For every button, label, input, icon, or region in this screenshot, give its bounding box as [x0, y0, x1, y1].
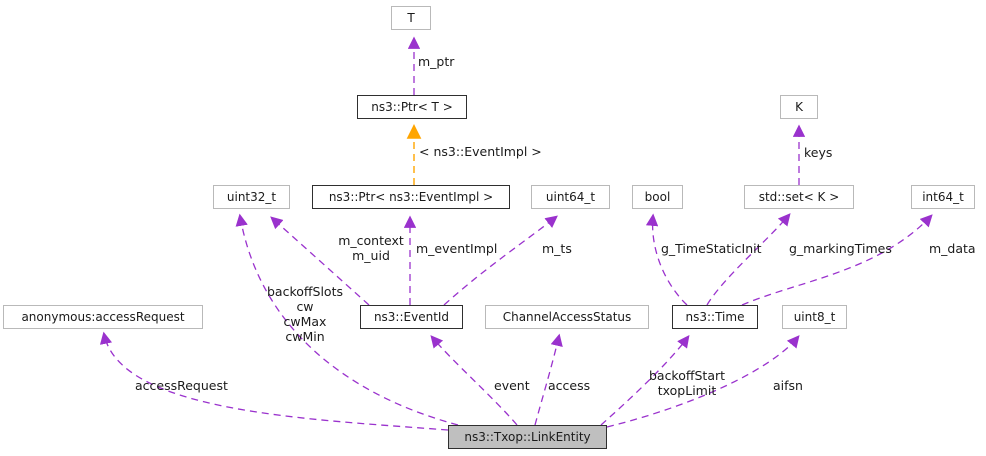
- edge-label-m-context-m-uid: m_context m_uid: [338, 233, 404, 263]
- edge-accessrequest: [99, 331, 449, 431]
- node-k: K: [780, 95, 818, 119]
- edge-g-timestaticinit: [645, 213, 688, 306]
- edge-label-m-ts: m_ts: [542, 241, 572, 256]
- edge-label-aifsn: aifsn: [773, 378, 803, 393]
- node-ns3-eventid[interactable]: ns3::EventId: [360, 305, 463, 329]
- edge-label-line: cwMax: [283, 314, 327, 329]
- edge-label-line: backoffSlots: [267, 284, 343, 299]
- edge-label-access: access: [548, 378, 591, 393]
- node-anonymous-accessrequest: anonymous:accessRequest: [3, 305, 203, 329]
- node-ns3-ptr-eventimpl[interactable]: ns3::Ptr< ns3::EventImpl >: [312, 185, 510, 209]
- edge-label-line: cwMin: [285, 329, 325, 344]
- edge-label-g-markingtimes: g_markingTimes: [789, 241, 892, 256]
- edge-aifsn: [606, 335, 800, 428]
- node-t: T: [391, 6, 431, 30]
- node-uint64-t: uint64_t: [531, 185, 610, 209]
- node-int64-t: int64_t: [911, 185, 975, 209]
- edge-label-keys: keys: [804, 145, 833, 160]
- edge-label-backoffslots-group: backoffSlots cw cwMax cwMin: [267, 284, 343, 344]
- edge-label-m-ptr: m_ptr: [418, 54, 455, 69]
- edge-label-backoffstart-group: backoffStart txopLimit: [649, 368, 725, 398]
- edge-m-context-m-uid: [270, 216, 370, 306]
- node-ns3-ptr-t[interactable]: ns3::Ptr< T >: [357, 95, 467, 119]
- edge-label-line: m_context: [338, 233, 404, 248]
- node-uint8-t: uint8_t: [782, 305, 847, 329]
- edge-backoffstart-txoplimit: [600, 335, 690, 426]
- node-bool: bool: [632, 185, 683, 209]
- edge-label-accessrequest: accessRequest: [135, 378, 228, 393]
- edge-event: [430, 335, 518, 426]
- edge-m-ts: [443, 215, 558, 306]
- edge-label-m-data: m_data: [929, 241, 976, 256]
- node-ns3-txop-linkentity: ns3::Txop::LinkEntity: [448, 425, 607, 449]
- edge-label-event: event: [494, 378, 530, 393]
- node-uint32-t: uint32_t: [213, 185, 290, 209]
- edge-label-line: m_uid: [352, 248, 390, 263]
- edge-label-template-inst: < ns3::EventImpl >: [419, 144, 542, 159]
- edge-label-m-eventimpl: m_eventImpl: [416, 241, 498, 256]
- edge-label-g-timestaticinit: g_TimeStaticInit: [661, 241, 762, 256]
- edge-label-line: backoffStart: [648, 368, 726, 383]
- edge-backoffslots-cw: [235, 213, 459, 426]
- node-ns3-time[interactable]: ns3::Time: [672, 305, 758, 329]
- edge-label-line: txopLimit: [657, 383, 717, 398]
- edge-g-markingtimes: [706, 213, 791, 306]
- edge-m-data: [741, 214, 933, 306]
- node-std-set-k: std::set< K >: [744, 185, 854, 209]
- node-channelaccessstatus: ChannelAccessStatus: [485, 305, 649, 329]
- edge-label-line: cw: [296, 299, 314, 314]
